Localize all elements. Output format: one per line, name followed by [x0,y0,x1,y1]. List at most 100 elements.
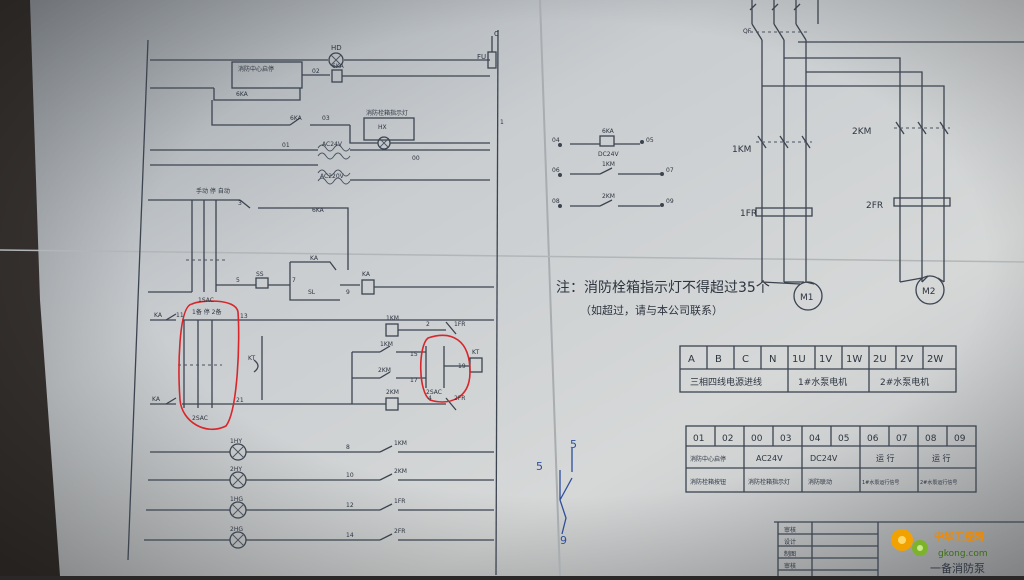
term2-tail: 07 [666,167,674,174]
t2-r2-0: 消防栓箱按钮 [690,478,726,486]
ka-contact-label: KA [310,255,319,262]
num-01: 01 [282,142,290,149]
ac24-label: AC24V [322,141,343,148]
ka-b-label: KA [152,396,161,403]
t2-r1-4: 运 行 [932,453,951,463]
term3-contact: 2KM [602,193,615,200]
tb-r3: 制图 [784,550,796,558]
note-line1: 注：消防栓箱指示灯不得超过35个 [556,279,770,296]
signal-contacts: 04 6KA 05 DC24V 06 1KM 07 08 2KM 09 [552,128,674,208]
t1-h1: B [715,354,722,365]
tb-r1: 审核 [784,526,796,534]
num-02: 02 [312,68,320,75]
num-7: 7 [292,277,296,284]
switch2-labels: 1备 停 2备 [192,308,221,316]
t2-h5: 05 [838,434,849,444]
watermark-text: 中华工控网 [934,530,984,543]
sac2-label: 2SAC [192,415,208,422]
t1-h8: 2V [900,354,913,365]
t2-r2-3: 1#水泵运行信号 [862,479,899,486]
t1-h4: 1U [792,354,806,365]
t2-h1: 02 [722,434,733,444]
km2-coil-label: 2KM [386,389,399,396]
num-1: 1 [500,119,504,126]
watermark-url: gkong.com [938,549,988,559]
hx-label: HX [378,124,387,131]
tb-side: 一备消防泵 [930,561,985,575]
lamp3-label: 1HG [230,496,243,503]
t2-r1-3: 运 行 [876,453,895,463]
ka-coil-label: KA [362,271,371,278]
t2-r1-1: AC24V [756,454,783,463]
t2-r1-0: 消防中心启停 [690,455,726,463]
ka6-contact: 6KA [312,207,325,214]
fr2-bottom: 2FR [454,395,465,402]
terminal-table-1: A B C N 1U 1V 1W 2U 2V 2W 三相四线电源进线 1#水泵电… [679,345,957,393]
num-03: 03 [322,115,330,122]
t1-h9: 2W [927,354,943,365]
handwritten-9: 9 [560,534,567,547]
km2-power-label: 2KM [852,127,871,137]
c-label: C [494,30,499,38]
lamp3-num: 12 [346,502,354,509]
kt-label: KT [248,355,255,362]
num-21: 21 [236,397,244,404]
sl-label: SL [308,289,316,296]
ka6-bottom: 6KA [236,91,249,98]
num-3: 3 [238,200,242,207]
indicator-lamps [144,443,494,549]
t2-h0: 01 [693,434,704,444]
t2-r2-1: 消防栓箱指示灯 [748,478,790,486]
handwritten-5a: 5 [536,460,543,473]
t1-group-2: 2#水泵电机 [880,376,929,388]
t2-h4: 04 [809,434,821,444]
lamp1-num: 8 [346,444,350,451]
ac220-label: AC220V [320,173,345,180]
num-15: 15 [410,351,418,358]
t2-h9: 09 [954,434,966,444]
lamp3-contact: 1FR [394,498,405,505]
lamp4-label: 2HG [230,526,243,533]
num-00: 00 [412,155,420,162]
handwritten-5b: 5 [570,438,577,451]
km1-coil-label: 1KM [386,315,399,322]
term1-num: 04 [552,137,560,144]
m1-label: M1 [800,293,814,303]
kt-right-label: KT [472,349,479,356]
tb-r4: 审核 [784,562,796,570]
t2-h3: 03 [780,434,791,444]
term2-num: 06 [552,167,560,174]
watermark-logo: 中华工控网 gkong.com [891,529,988,559]
ka-a-label: KA [154,312,163,319]
lamp1-contact: 1KM [394,440,407,447]
t2-h7: 07 [896,434,907,444]
ss-label: SS [256,271,264,278]
sac1-label: 1SAC [198,297,214,304]
m2-label: M2 [922,287,936,297]
t1-h3: N [769,354,776,365]
switch1-labels: 手动 停 自动 [196,187,230,195]
num-19: 19 [458,363,466,370]
t1-h7: 2U [873,354,887,365]
ka6-top: 6KA [332,63,345,70]
lamp2-contact: 2KM [394,468,407,475]
t2-r1-2: DC24V [810,454,838,463]
fr1-power-label: 1FR [740,209,757,219]
control-circuit: HD 消防中心启停 FU C 02 6KA 6KA 6KA 03 HX 消防栓箱… [127,29,504,576]
sac2-right-label: 2SAC [426,389,442,396]
term1-sub: DC24V [598,151,619,158]
hx-desc-label: 消防栓箱指示灯 [366,109,408,117]
fu-label: FU [477,53,486,61]
t2-h2: 00 [751,434,763,444]
fr2-power-label: 2FR [866,201,883,211]
num-17: 17 [410,377,418,384]
lamp4-contact: 2FR [394,528,405,535]
t1-h0: A [688,354,695,365]
qf-label: QF [743,28,752,35]
t2-h6: 06 [867,434,879,444]
hd-desc-label: 消防中心启停 [238,65,274,73]
t1-h2: C [742,354,749,365]
t1-h5: 1V [819,354,832,365]
fr1-top: 1FR [454,321,465,328]
t1-h6: 1W [846,354,862,365]
